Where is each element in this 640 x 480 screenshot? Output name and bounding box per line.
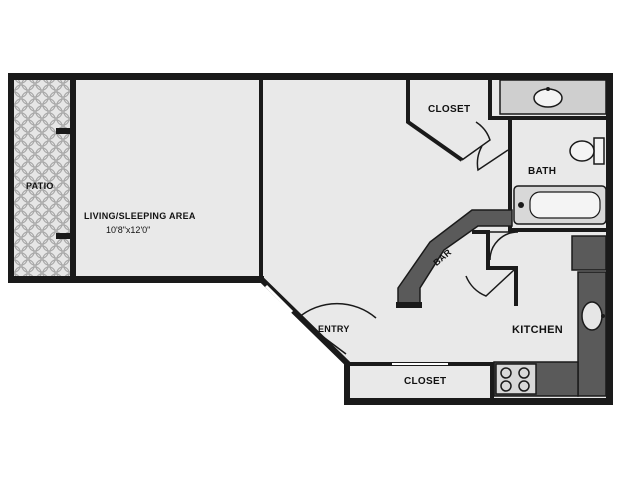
kitchen-walls <box>472 230 518 306</box>
bath-walls <box>490 116 610 232</box>
kitchen-sink-icon <box>581 301 605 331</box>
closet-top-label: CLOSET <box>428 104 470 115</box>
refrigerator-icon <box>571 235 607 271</box>
bar-stool-base <box>396 302 422 308</box>
closet-top-walls <box>406 80 492 162</box>
exterior-walls <box>8 73 613 405</box>
bathtub-icon <box>513 185 607 225</box>
pantry-door <box>489 231 519 261</box>
entry-diagonal-wall <box>259 277 351 367</box>
bath-door <box>476 145 509 172</box>
sink-icon <box>533 87 563 108</box>
closet-bottom-label: CLOSET <box>404 376 446 387</box>
entry-door <box>297 302 377 355</box>
entry-label: ENTRY <box>318 324 350 334</box>
window <box>264 284 294 314</box>
living-wall <box>259 80 263 276</box>
toilet-icon <box>569 137 605 165</box>
patio-area <box>12 80 70 276</box>
living-label: LIVING/SLEEPING AREA <box>84 211 196 221</box>
living-dims: 10'8"x12'0" <box>106 225 150 235</box>
kitchen-door <box>465 269 515 297</box>
kitchen-label: KITCHEN <box>512 324 563 336</box>
closet-top-door <box>461 121 491 161</box>
patio-wall <box>56 80 76 276</box>
stove-icon <box>495 363 537 395</box>
bath-label: BATH <box>528 166 556 177</box>
patio-label: PATIO <box>26 181 54 191</box>
floor-area <box>12 78 610 400</box>
